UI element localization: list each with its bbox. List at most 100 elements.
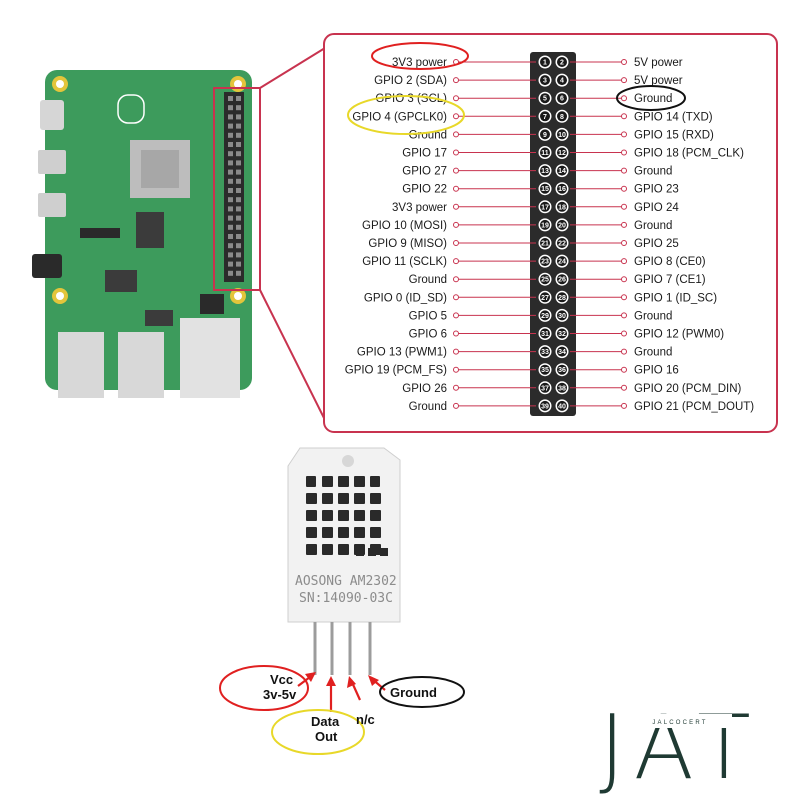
pin-label-26: GPIO 7 (CE1) [634, 274, 706, 286]
pin-number-35: 35 [541, 367, 549, 374]
pin-dot-29 [453, 312, 459, 319]
pin-number-16: 16 [558, 186, 566, 193]
pin-dot-31 [453, 330, 459, 337]
pin-label-27: GPIO 0 (ID_SD) [364, 292, 447, 304]
pin-dot-20 [621, 221, 627, 228]
ram-chip [136, 212, 164, 248]
pin-dot-3 [453, 77, 459, 84]
pin-number-25: 25 [541, 277, 549, 284]
usb-port [118, 332, 164, 398]
pin-dot-33 [453, 348, 459, 355]
ethernet-port [180, 318, 240, 398]
pin-number-6: 6 [560, 96, 564, 103]
micro-hdmi-port [38, 193, 66, 217]
pin-dot-36 [621, 366, 627, 373]
pin-dot-25 [453, 276, 459, 283]
audio-jack [32, 254, 62, 278]
sensor-print-line1: AOSONG AM2302 [295, 574, 397, 589]
pin-dot-37 [453, 384, 459, 391]
small-chip [145, 310, 173, 326]
pin-number-1: 1 [543, 60, 547, 67]
display-connector [80, 228, 120, 238]
pin-label-29: GPIO 5 [409, 310, 447, 322]
pin-dot-39 [453, 402, 459, 409]
pin-dot-24 [621, 258, 627, 265]
pin-dot-15 [453, 185, 459, 192]
pin-number-18: 18 [558, 204, 566, 211]
pin-dot-23 [453, 258, 459, 265]
logo-subtitle: JALCOCERT [652, 720, 707, 726]
pin-label-8: GPIO 14 (TXD) [634, 111, 713, 123]
pin-label-17: 3V3 power [392, 202, 447, 214]
pin-number-28: 28 [558, 295, 566, 302]
pin-dot-28 [621, 294, 627, 301]
pin-dot-9 [453, 131, 459, 138]
pin-label-25: Ground [409, 274, 447, 286]
annotation-yellow-gpio4 [347, 95, 465, 135]
pin-label-34: Ground [634, 347, 672, 359]
pin-label-36: GPIO 16 [634, 365, 679, 377]
pin-number-3: 3 [543, 78, 547, 85]
ground-label: Ground [390, 685, 437, 700]
pin-label-1: 3V3 power [392, 57, 447, 69]
pin-label-20: Ground [634, 220, 672, 232]
pin-number-38: 38 [558, 385, 566, 392]
pin-dot-35 [453, 366, 459, 373]
vcc-label: Vcc [270, 672, 293, 687]
sensor-vent-grid [306, 476, 388, 556]
pin-dot-18 [621, 203, 627, 210]
pin-label-37: GPIO 26 [402, 383, 447, 395]
connector-line [259, 289, 326, 421]
pin-dot-16 [621, 185, 627, 192]
pin-number-29: 29 [541, 313, 549, 320]
pin-number-9: 9 [543, 132, 547, 139]
pin-dot-27 [453, 294, 459, 301]
pin-label-7: GPIO 4 (GPCLK0) [352, 111, 447, 123]
pin-label-15: GPIO 22 [402, 184, 447, 196]
pin-number-19: 19 [541, 222, 549, 229]
pin-dot-8 [621, 113, 627, 120]
pin-label-35: GPIO 19 (PCM_FS) [345, 365, 447, 377]
pin-label-10: GPIO 15 (RXD) [634, 129, 714, 141]
pin-dot-10 [621, 131, 627, 138]
pin-label-14: Ground [634, 166, 672, 178]
pin-number-30: 30 [558, 313, 566, 320]
pin-label-18: GPIO 24 [634, 202, 679, 214]
nc-label: n/c [356, 712, 375, 727]
pin-number-5: 5 [543, 96, 547, 103]
pin-label-12: GPIO 18 (PCM_CLK) [634, 148, 744, 160]
pin-label-28: GPIO 1 (ID_SC) [634, 292, 717, 304]
pin-label-4: 5V power [634, 75, 683, 87]
sensor-print-line2: SN:14090-03C [299, 591, 393, 606]
pin-label-21: GPIO 9 (MISO) [368, 238, 447, 250]
pin-label-33: GPIO 13 (PWM1) [357, 347, 447, 359]
pin-number-17: 17 [541, 204, 549, 211]
pin-label-11: GPIO 17 [402, 148, 447, 160]
pin-number-15: 15 [541, 186, 549, 193]
pin-number-32: 32 [558, 331, 566, 338]
pin-number-22: 22 [558, 241, 566, 248]
raspberry-logo [117, 94, 145, 124]
pin-number-27: 27 [541, 295, 549, 302]
pin-label-38: GPIO 20 (PCM_DIN) [634, 383, 742, 395]
poe-header [200, 294, 224, 314]
pin-dot-5 [453, 95, 459, 102]
board-gpio-pins [228, 96, 241, 276]
pin-label-16: GPIO 23 [634, 184, 679, 196]
pin-number-21: 21 [541, 241, 549, 248]
pin-label-32: GPIO 12 (PWM0) [634, 329, 724, 341]
pin-dot-40 [621, 402, 627, 409]
pin-dot-32 [621, 330, 627, 337]
pin-dot-6 [621, 95, 627, 102]
micro-hdmi-port [38, 150, 66, 174]
gpio-highlight-box [213, 87, 261, 291]
pin-label-31: GPIO 6 [409, 329, 447, 341]
pin-label-2: 5V power [634, 57, 683, 69]
connector-line [259, 47, 326, 89]
pin-number-7: 7 [543, 114, 547, 121]
pin-number-34: 34 [558, 349, 566, 356]
data-label: Data [311, 714, 340, 729]
